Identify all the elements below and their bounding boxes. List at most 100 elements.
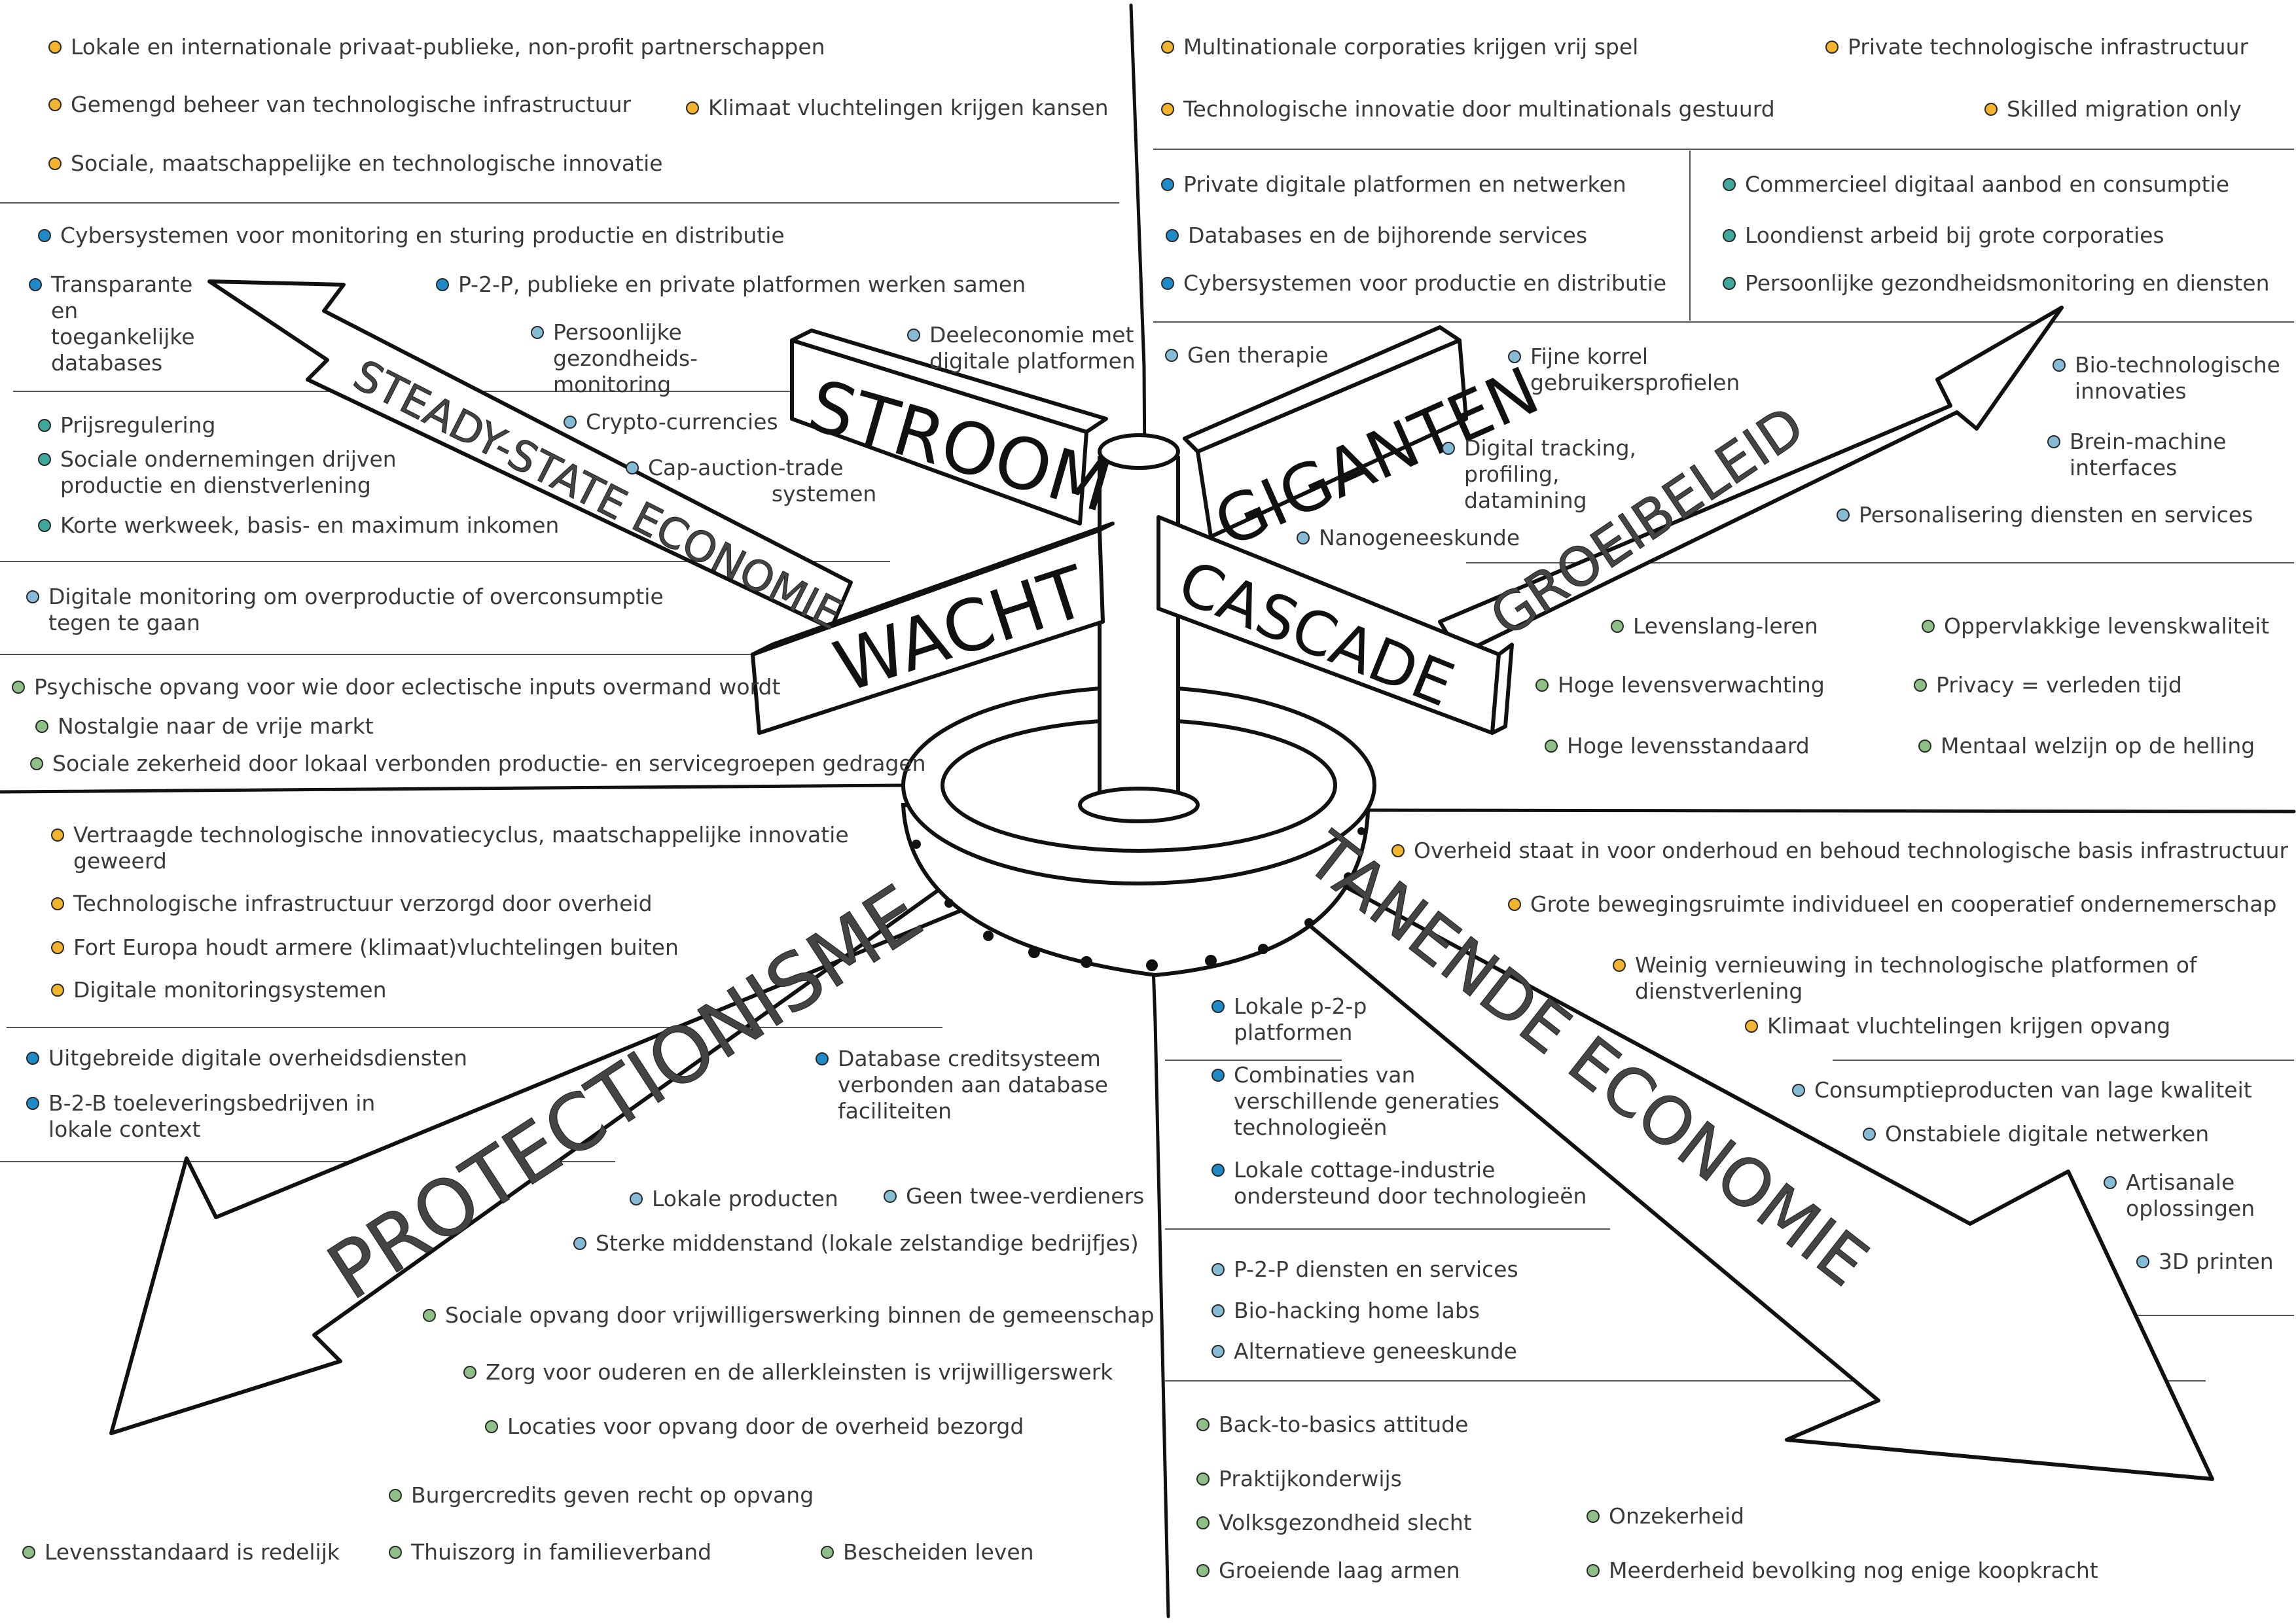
list-item: Lokale producten bbox=[630, 1186, 838, 1212]
list-item: Digitale monitoring om overproductie of … bbox=[26, 584, 664, 636]
bullet-dot bbox=[1613, 959, 1626, 972]
bullet-dot bbox=[389, 1546, 402, 1559]
list-item: Uitgebreide digitale overheidsdiensten bbox=[26, 1045, 467, 1071]
list-item: Sociale zekerheid door lokaal verbonden … bbox=[30, 751, 926, 777]
bullet-dot bbox=[1196, 1418, 1210, 1431]
bullet-dot bbox=[51, 941, 64, 954]
bullet-dot bbox=[1161, 103, 1174, 116]
bullet-dot bbox=[1391, 844, 1405, 857]
bullet-dot bbox=[1297, 531, 1310, 544]
list-item: Brein-machine interfaces bbox=[2047, 429, 2227, 481]
bullet-dot bbox=[1508, 898, 1521, 911]
bullet-dot bbox=[30, 757, 43, 770]
bullet-dot bbox=[686, 101, 699, 115]
bullet-dot bbox=[1918, 740, 1931, 753]
bullet-dot bbox=[26, 1052, 39, 1065]
bullet-dot bbox=[1745, 1020, 1758, 1033]
list-item: Volksgezondheid slecht bbox=[1196, 1510, 1472, 1536]
bullet-dot bbox=[1161, 178, 1174, 191]
list-item: Bescheiden leven bbox=[821, 1539, 1034, 1565]
bullet-dot bbox=[38, 453, 51, 466]
bullet-dot bbox=[2136, 1255, 2149, 1268]
bullet-dot bbox=[884, 1190, 897, 1203]
list-item: Sociale, maatschappelijke en technologis… bbox=[48, 151, 663, 177]
list-item: Nanogeneeskunde bbox=[1297, 525, 1520, 551]
bullet-dot bbox=[1211, 1000, 1225, 1013]
list-item: Thuiszorg in familieverband bbox=[389, 1539, 711, 1565]
bullet-dot bbox=[1165, 349, 1178, 362]
bullet-dot bbox=[1196, 1472, 1210, 1486]
bullet-dot bbox=[51, 984, 64, 997]
list-item: Digitale monitoringsystemen bbox=[51, 977, 386, 1003]
list-item: Zorg voor ouderen en de allerkleinsten i… bbox=[463, 1359, 1113, 1385]
bullet-dot bbox=[38, 419, 51, 432]
list-item: Digital tracking, profiling, datamining bbox=[1442, 435, 1636, 514]
list-item: Lokale cottage-industrie ondersteund doo… bbox=[1211, 1157, 1587, 1209]
bullet-dot bbox=[1587, 1510, 1600, 1523]
list-item: Sociale ondernemingen drijven productie … bbox=[38, 446, 397, 499]
list-item: Grote bewegingsruimte individueel en coo… bbox=[1508, 891, 2276, 918]
arrow-tanende bbox=[1281, 865, 2214, 1481]
list-item: Cybersystemen voor monitoring en sturing… bbox=[38, 223, 785, 249]
list-item: Persoonlijke gezondheids- monitoring bbox=[531, 319, 698, 398]
bullet-dot bbox=[1611, 620, 1624, 633]
bullet-dot bbox=[1723, 178, 1736, 191]
list-item: Fort Europa houdt armere (klimaat)vlucht… bbox=[51, 935, 679, 961]
bullet-dot bbox=[907, 329, 920, 342]
bullet-dot bbox=[1535, 679, 1549, 692]
horizontal-divider-left bbox=[0, 783, 905, 794]
board-giganten-side bbox=[1183, 325, 1462, 454]
bullet-dot bbox=[1984, 103, 1998, 116]
list-item: 3D printen bbox=[2136, 1249, 2274, 1275]
horizontal-divider-right bbox=[1366, 808, 2296, 813]
list-item: Nostalgie naar de vrije markt bbox=[35, 713, 374, 740]
list-item: Oppervlakkige levenskwaliteit bbox=[1922, 613, 2269, 639]
sign-boards bbox=[751, 325, 1514, 735]
list-item: Transparante en toegankelijke databases bbox=[29, 272, 195, 376]
list-item: Combinaties van verschillende generaties… bbox=[1211, 1062, 1499, 1141]
bullet-dot bbox=[1161, 277, 1174, 290]
bullet-dot bbox=[463, 1366, 476, 1379]
list-item: Klimaat vluchtelingen krijgen kansen bbox=[686, 95, 1109, 121]
bullet-dot bbox=[436, 278, 449, 291]
list-item: Praktijkonderwijs bbox=[1196, 1466, 1402, 1492]
bullet-dot bbox=[26, 590, 39, 603]
bullet-dot bbox=[48, 157, 62, 170]
list-item: Lokale p-2-p platformen bbox=[1211, 993, 1367, 1046]
list-item: Database creditsysteem verbonden aan dat… bbox=[816, 1046, 1108, 1124]
bullet-dot bbox=[564, 416, 577, 429]
list-item: Levensstandaard is redelijk bbox=[22, 1539, 340, 1565]
list-item: Locaties voor opvang door de overheid be… bbox=[485, 1414, 1024, 1440]
bullet-dot bbox=[51, 897, 64, 910]
bullet-dot bbox=[1166, 229, 1179, 242]
board-wacht-side bbox=[751, 522, 1115, 656]
bullet-dot bbox=[48, 41, 62, 54]
bullet-dot bbox=[1196, 1564, 1210, 1577]
list-item: Skilled migration only bbox=[1984, 96, 2242, 122]
bullet-dot bbox=[1587, 1564, 1600, 1577]
bullet-dot bbox=[1211, 1304, 1225, 1317]
bullet-dot bbox=[1211, 1263, 1225, 1276]
list-item: Commercieel digitaal aanbod en consumpti… bbox=[1723, 171, 2229, 198]
bullet-dot bbox=[573, 1237, 586, 1250]
list-item: Psychische opvang voor wie door eclectis… bbox=[12, 674, 780, 700]
list-item: Private digitale platformen en netwerken bbox=[1161, 171, 1626, 198]
list-item: Korte werkweek, basis- en maximum inkome… bbox=[38, 512, 559, 539]
bullet-dot bbox=[630, 1192, 643, 1205]
bullet-dot bbox=[1837, 508, 1850, 522]
bullet-dot bbox=[48, 98, 62, 111]
arrow-protectionisme bbox=[109, 862, 997, 1435]
bullet-dot bbox=[2047, 435, 2060, 448]
list-item: Levenslang-leren bbox=[1611, 613, 1818, 639]
bullet-dot bbox=[2053, 359, 2066, 372]
bullet-dot bbox=[1914, 679, 1927, 692]
bullet-dot bbox=[2104, 1176, 2117, 1189]
list-item: Cybersystemen voor productie en distribu… bbox=[1161, 270, 1666, 296]
list-item: Private technologische infrastructuur bbox=[1825, 34, 2248, 60]
bullet-dot bbox=[1863, 1128, 1876, 1141]
bullet-dot bbox=[1792, 1084, 1805, 1097]
bullet-dot bbox=[1211, 1164, 1225, 1177]
bullet-dot bbox=[389, 1489, 402, 1502]
